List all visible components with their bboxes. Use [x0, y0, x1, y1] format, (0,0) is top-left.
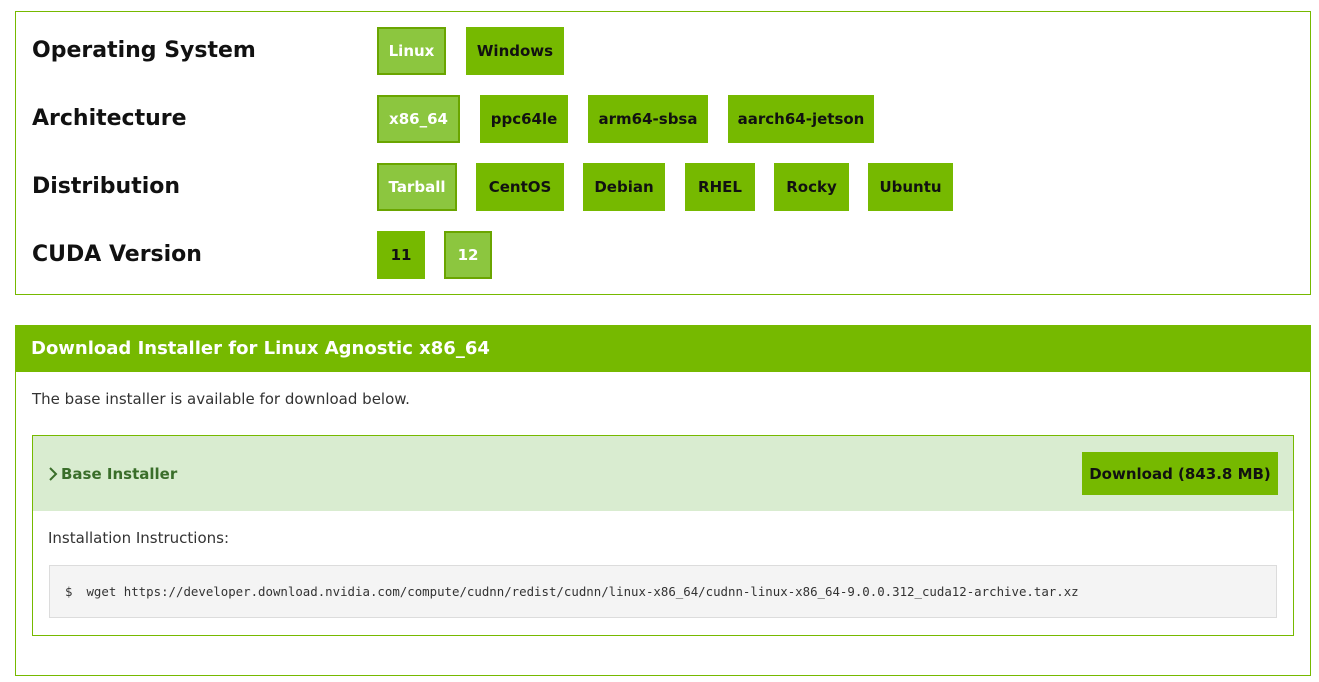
installer-header: Base Installer Download (843.8 MB) — [33, 436, 1293, 511]
arch-row: Architecture x86_64 ppc64le arm64-sbsa a… — [16, 95, 1310, 143]
arch-option-arm64-sbsa[interactable]: arm64-sbsa — [588, 95, 708, 143]
os-option-windows[interactable]: Windows — [466, 27, 564, 75]
dist-option-debian[interactable]: Debian — [583, 163, 665, 211]
base-installer-box: Base Installer Download (843.8 MB) Insta… — [32, 435, 1294, 636]
dist-option-ubuntu[interactable]: Ubuntu — [868, 163, 953, 211]
cuda-row: CUDA Version 11 12 — [16, 231, 1310, 279]
dist-option-rocky[interactable]: Rocky — [774, 163, 849, 211]
arch-option-x86_64[interactable]: x86_64 — [377, 95, 460, 143]
selector-panel: Operating System Linux Windows Architect… — [15, 11, 1311, 295]
dist-option-tarball[interactable]: Tarball — [377, 163, 457, 211]
cuda-label: CUDA Version — [32, 242, 202, 267]
command-box[interactable]: $ wget https://developer.download.nvidia… — [49, 565, 1277, 618]
download-button[interactable]: Download (843.8 MB) — [1082, 452, 1278, 495]
base-installer-toggle[interactable]: Base Installer — [47, 436, 177, 511]
shell-prompt: $ — [65, 584, 73, 599]
dist-option-centos[interactable]: CentOS — [476, 163, 564, 211]
arch-option-ppc64le[interactable]: ppc64le — [480, 95, 568, 143]
cuda-option-12[interactable]: 12 — [444, 231, 492, 279]
base-installer-title: Base Installer — [61, 464, 178, 483]
dist-row: Distribution Tarball CentOS Debian RHEL … — [16, 163, 1310, 211]
download-title: Download Installer for Linux Agnostic x8… — [16, 326, 1310, 372]
arch-option-aarch64-jetson[interactable]: aarch64-jetson — [728, 95, 874, 143]
dist-label: Distribution — [32, 174, 181, 199]
dist-option-rhel[interactable]: RHEL — [685, 163, 755, 211]
cuda-option-11[interactable]: 11 — [377, 231, 425, 279]
arch-label: Architecture — [32, 106, 187, 131]
os-option-linux[interactable]: Linux — [377, 27, 446, 75]
chevron-right-icon — [49, 466, 58, 481]
wget-command[interactable]: wget https://developer.download.nvidia.c… — [86, 584, 1079, 599]
os-label: Operating System — [32, 38, 256, 63]
download-description: The base installer is available for down… — [32, 390, 410, 408]
installation-instructions-label: Installation Instructions: — [48, 529, 229, 547]
os-row: Operating System Linux Windows — [16, 27, 1310, 75]
download-panel: Download Installer for Linux Agnostic x8… — [15, 325, 1311, 676]
